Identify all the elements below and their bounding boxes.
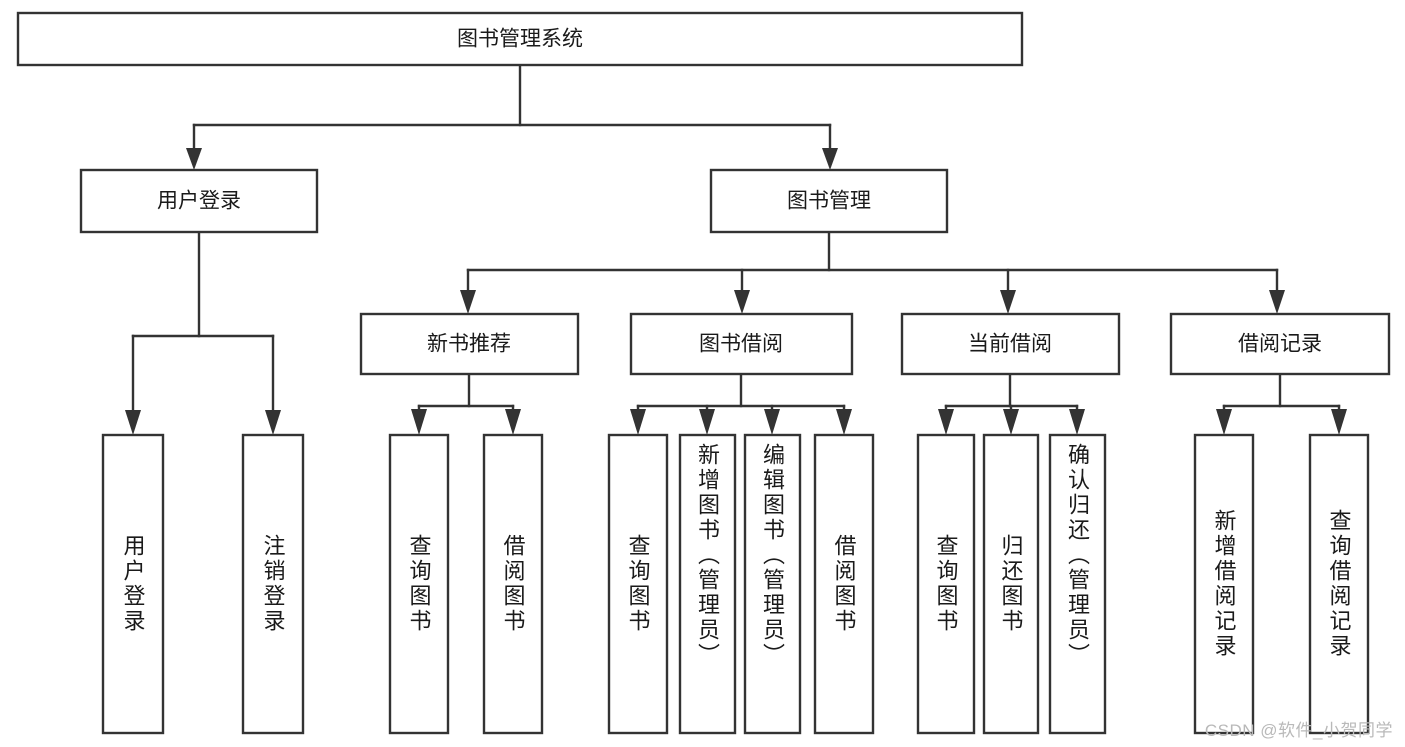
- node-leaf-edit-book-box[interactable]: [743, 433, 802, 735]
- arrow-head-book-management: [822, 148, 838, 170]
- node-user-login-box[interactable]: [79, 168, 319, 234]
- node-book-borrow-box[interactable]: [629, 312, 854, 376]
- node-book-borrow[interactable]: 图书借阅: [629, 312, 854, 376]
- node-new-book-recommend[interactable]: 新书推荐: [359, 312, 580, 376]
- connector-group-user-login: [125, 230, 281, 435]
- node-current-borrow[interactable]: 当前借阅: [900, 312, 1121, 376]
- arrow-head-leaf-query-record: [1331, 409, 1347, 435]
- node-borrow-record[interactable]: 借阅记录: [1169, 312, 1391, 376]
- arrow-head-leaf-user-login: [125, 410, 141, 435]
- arrow-head-leaf-return-book: [1003, 409, 1019, 435]
- connector-group-new-book-recommend: [411, 372, 521, 435]
- arrow-head-leaf-edit-book: [764, 409, 780, 435]
- node-leaf-confirm-return-box[interactable]: [1048, 433, 1107, 735]
- node-leaf-borrow-book-2-box[interactable]: [813, 433, 875, 735]
- node-root[interactable]: 图书管理系统: [16, 11, 1024, 67]
- arrow-head-book-borrow: [734, 290, 750, 314]
- node-borrow-record-label: 借阅记录: [1238, 333, 1322, 356]
- node-borrow-record-box[interactable]: [1169, 312, 1391, 376]
- watermark-text: CSDN @软件_小贺同学: [1204, 721, 1393, 740]
- arrow-head-current-borrow: [1000, 290, 1016, 314]
- arrow-head-leaf-query-book-3: [938, 409, 954, 435]
- arrow-head-user-login: [186, 148, 202, 170]
- node-root-label: 图书管理系统: [457, 28, 583, 51]
- node-leaf-query-book-2-box[interactable]: [607, 433, 669, 735]
- arrow-head-leaf-query-book-1: [411, 409, 427, 435]
- node-root-box[interactable]: [16, 11, 1024, 67]
- node-new-book-recommend-label: 新书推荐: [427, 333, 511, 356]
- arrow-head-new-book-recommend: [460, 290, 476, 314]
- node-new-book-recommend-box[interactable]: [359, 312, 580, 376]
- node-leaf-add-book-box[interactable]: [678, 433, 737, 735]
- arrow-head-leaf-add-record: [1216, 409, 1232, 435]
- arrow-head-leaf-query-book-2: [630, 409, 646, 435]
- node-current-borrow-box[interactable]: [900, 312, 1121, 376]
- arrow-head-leaf-add-book: [699, 409, 715, 435]
- arrow-head-leaf-borrow-book-1: [505, 409, 521, 435]
- node-leaf-query-book-1-box[interactable]: [388, 433, 450, 735]
- arrow-head-leaf-borrow-book-2: [836, 409, 852, 435]
- node-leaf-query-book-3-box[interactable]: [916, 433, 976, 735]
- node-leaf-return-book-box[interactable]: [982, 433, 1040, 735]
- node-book-management[interactable]: 图书管理: [709, 168, 949, 234]
- node-book-borrow-label: 图书借阅: [699, 333, 783, 356]
- node-leaf-query-record-box[interactable]: [1308, 433, 1370, 735]
- arrow-head-leaf-logout: [265, 410, 281, 435]
- node-book-management-box[interactable]: [709, 168, 949, 234]
- connector-group-book-borrow: [630, 372, 852, 435]
- node-leaf-user-login-box[interactable]: [101, 433, 165, 735]
- connector-group-book-management: [460, 230, 1285, 314]
- arrow-head-leaf-confirm-return: [1069, 409, 1085, 435]
- connector-group-current-borrow: [938, 372, 1085, 435]
- connector-group-root: [186, 63, 838, 170]
- node-current-borrow-label: 当前借阅: [968, 333, 1052, 356]
- node-leaf-add-record-box[interactable]: [1193, 433, 1255, 735]
- node-book-management-label: 图书管理: [787, 190, 871, 213]
- node-leaf-logout-box[interactable]: [241, 433, 305, 735]
- arrow-head-borrow-record: [1269, 290, 1285, 314]
- connector-group-borrow-record: [1216, 372, 1347, 435]
- node-leaf-borrow-book-1-box[interactable]: [482, 433, 544, 735]
- node-user-login-label: 用户登录: [157, 190, 241, 213]
- node-user-login[interactable]: 用户登录: [79, 168, 319, 234]
